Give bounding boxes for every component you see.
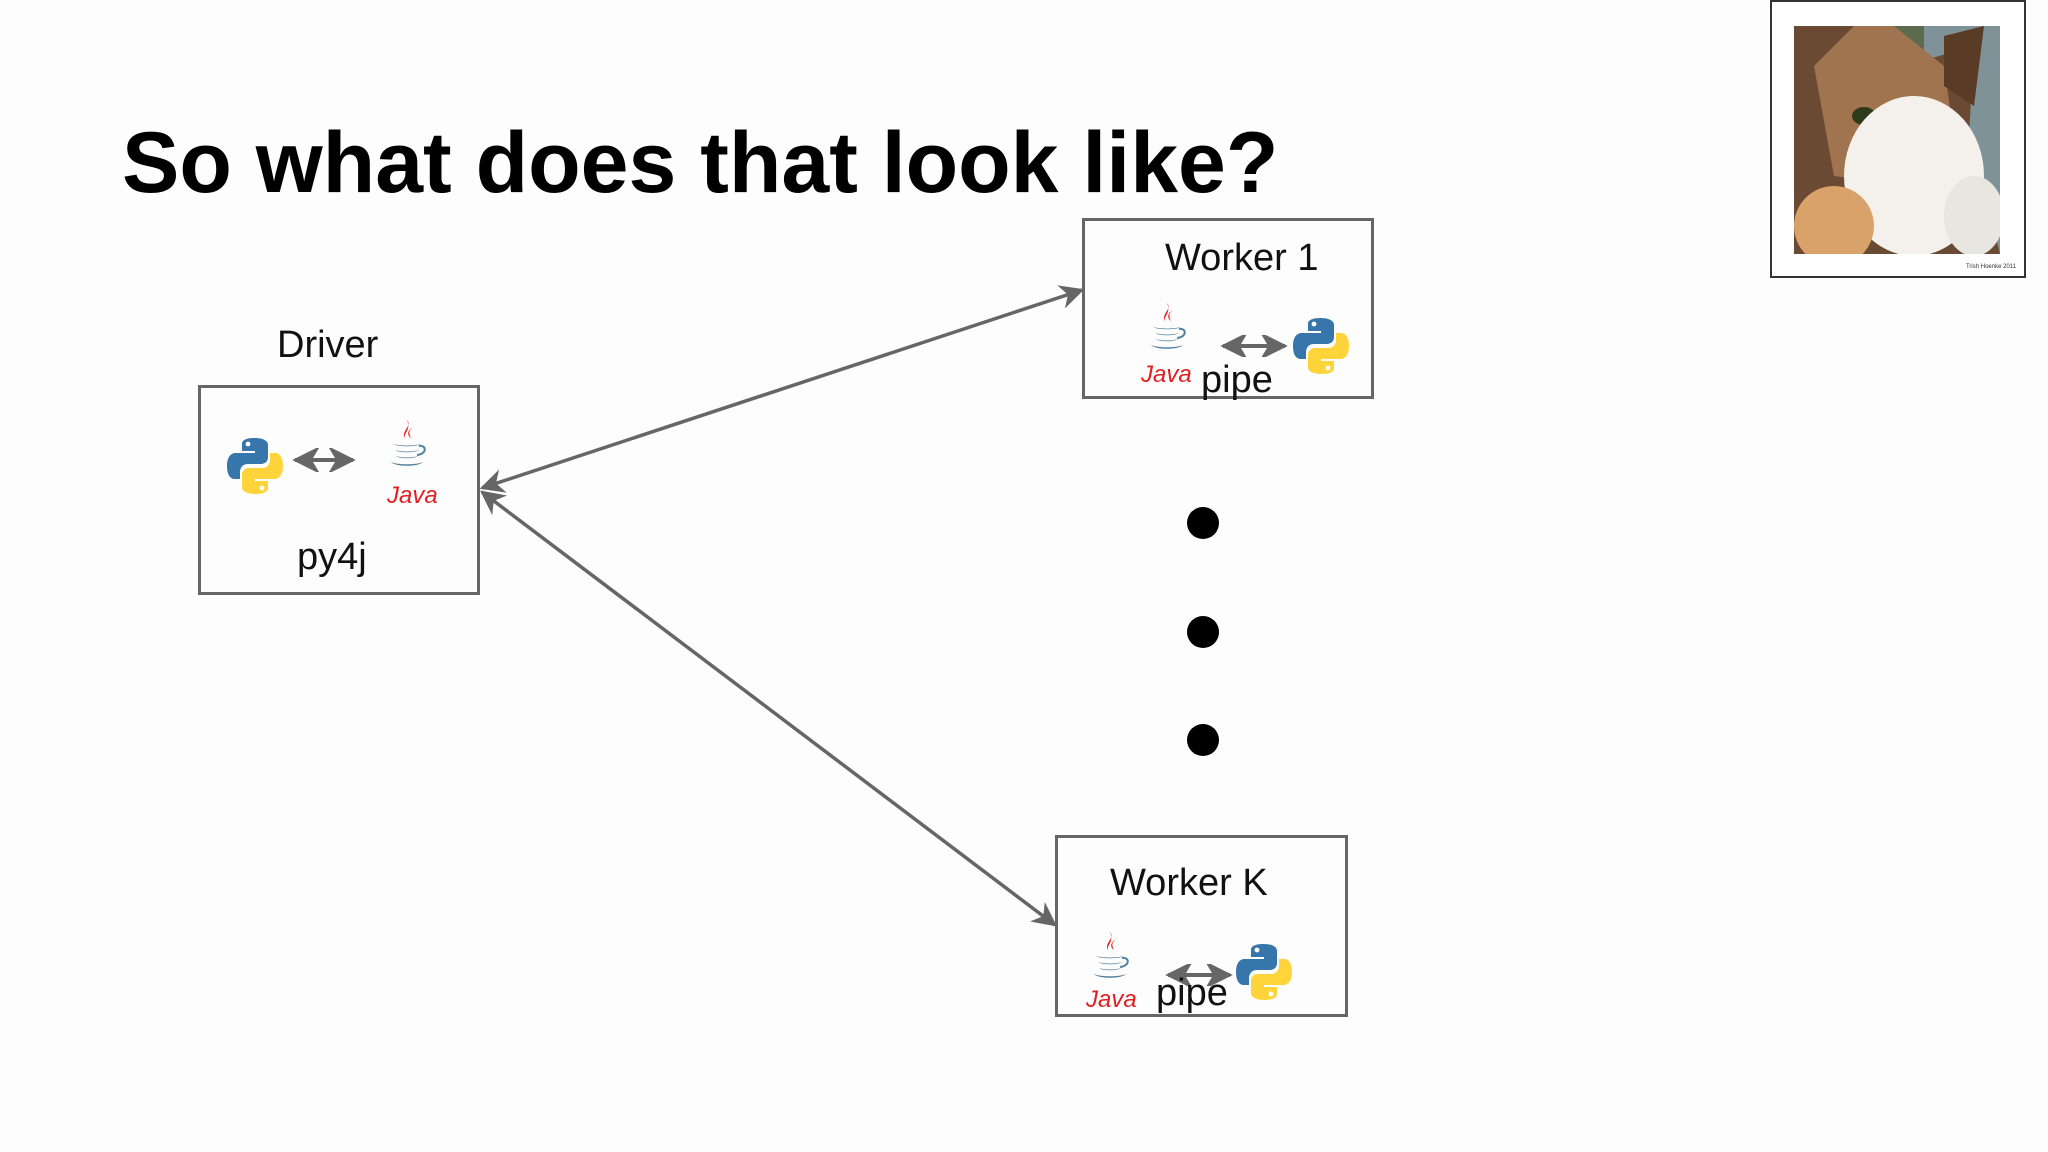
ellipsis-dot <box>1187 507 1219 539</box>
driver-box: Java py4j <box>198 385 480 595</box>
cat-photo-frame: Trish Hoenke 2011 <box>1770 0 2026 278</box>
java-logo-text: Java <box>387 482 438 509</box>
python-logo-icon <box>1236 944 1292 1000</box>
py4j-label: py4j <box>297 536 367 578</box>
java-logo-icon <box>1150 302 1186 350</box>
java-logo-text: Java <box>1141 361 1192 388</box>
ellipsis-dot <box>1187 616 1219 648</box>
driver-worker1-arrow <box>479 285 1085 493</box>
driver-label: Driver <box>277 324 379 366</box>
java-logo-text: Java <box>1086 986 1137 1013</box>
double-arrow-icon <box>292 448 356 472</box>
pipe-label: pipe <box>1201 359 1273 401</box>
worker-1-label: Worker 1 <box>1165 237 1319 279</box>
photo-caption: Trish Hoenke 2011 <box>1965 264 2016 270</box>
worker-k-label: Worker K <box>1110 862 1268 904</box>
worker-k-box: Worker K Java pipe <box>1055 835 1348 1017</box>
slide-title: So what does that look like? <box>122 115 1279 211</box>
python-logo-icon <box>1293 318 1349 374</box>
pipe-label: pipe <box>1156 972 1228 1014</box>
cat-photo <box>1794 26 2000 254</box>
double-arrow-icon <box>1165 964 1233 986</box>
python-logo-icon <box>227 438 283 494</box>
java-logo-icon <box>1093 931 1129 979</box>
ellipsis-dot <box>1187 724 1219 756</box>
driver-workerk-arrow <box>480 490 1057 927</box>
worker-1-box: Worker 1 Java pipe <box>1082 218 1374 399</box>
double-arrow-icon <box>1220 335 1288 357</box>
java-logo-icon <box>390 419 426 467</box>
